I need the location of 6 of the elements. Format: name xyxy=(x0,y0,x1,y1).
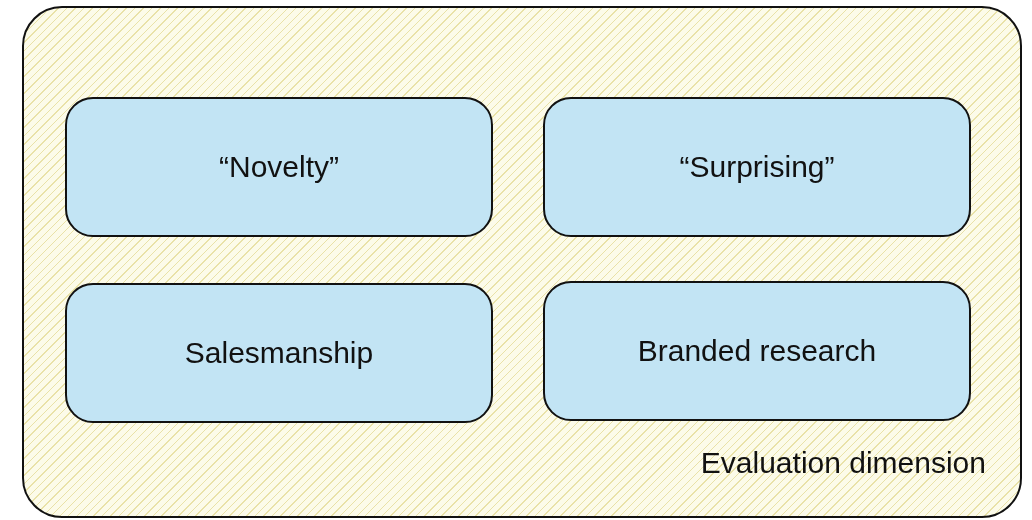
category-box: “Novelty” xyxy=(65,97,493,237)
category-box: “Surprising” xyxy=(543,97,971,237)
category-box: Salesmanship xyxy=(65,283,493,423)
group-panel xyxy=(22,6,1022,518)
group-title: Evaluation dimension xyxy=(700,446,986,480)
category-box: Branded research xyxy=(543,281,971,421)
